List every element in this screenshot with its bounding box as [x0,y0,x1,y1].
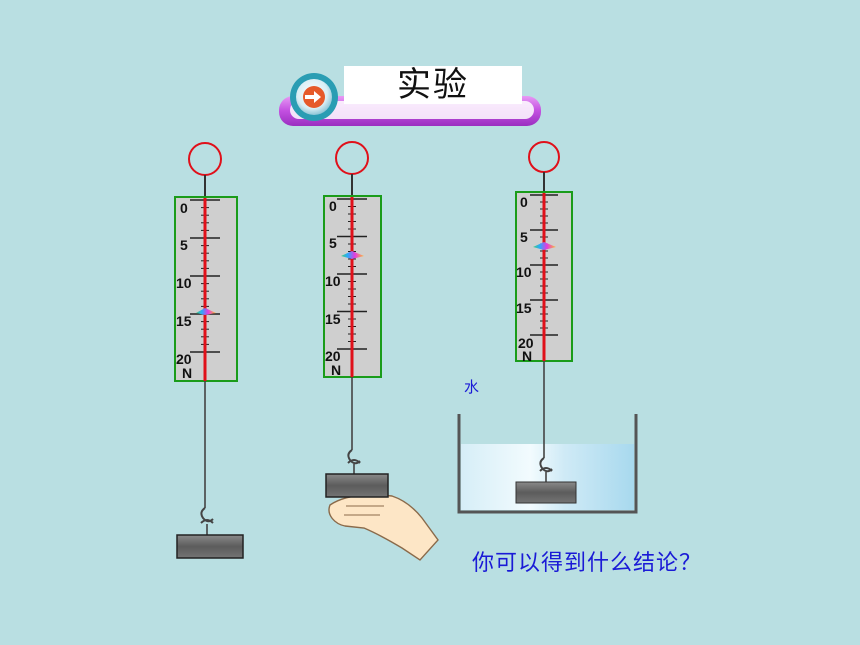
scale-tick-label: 15 [325,311,341,327]
arrow-right-icon[interactable] [290,73,338,121]
metal-block [515,481,577,504]
scale-tick-label: 15 [516,300,532,316]
scale-pointer-indicator [533,242,556,250]
scale-ring [528,141,560,173]
scale-tick-label: 0 [520,194,528,210]
scale-tick-label: 10 [176,275,192,291]
scale-hook [539,457,553,473]
scale-tick-label: 20 [325,348,341,364]
scale-tick-label: 5 [180,237,188,253]
metal-block [325,473,389,498]
scale-tick-label: 0 [329,198,337,214]
page-title: 实验 [344,66,522,104]
scale-tick-label: 5 [329,235,337,251]
scale-tick-label: 0 [180,200,188,216]
spring-scale-hanging: 0 5 10 15 20 N [174,142,244,559]
spring-scale-in-water: 0 5 10 15 20 N [457,141,638,514]
question-text: 你可以得到什么结论？ [472,551,703,576]
scale-tick-label: 5 [520,229,528,245]
scale-hook [347,449,361,465]
hand-shape [328,493,439,561]
scale-unit-label: N [182,365,192,381]
scale-tick-label: 20 [176,351,192,367]
metal-block [176,534,244,559]
scale-pointer-indicator [341,251,364,259]
scale-unit-label: N [331,362,341,378]
scale-ring [335,141,369,175]
scale-tick-label: 20 [518,335,534,351]
water-tank [457,414,638,514]
scale-ring [188,142,222,176]
scale-tick-label: 10 [325,273,341,289]
scale-tick-label: 10 [516,264,532,280]
water-label: 水 [464,378,480,396]
scale-unit-label: N [522,348,532,364]
spring-scale-hand-supported: 0 5 10 15 20 N [323,141,439,561]
scale-pointer-indicator [196,308,216,315]
scale-tick-label: 15 [176,313,192,329]
